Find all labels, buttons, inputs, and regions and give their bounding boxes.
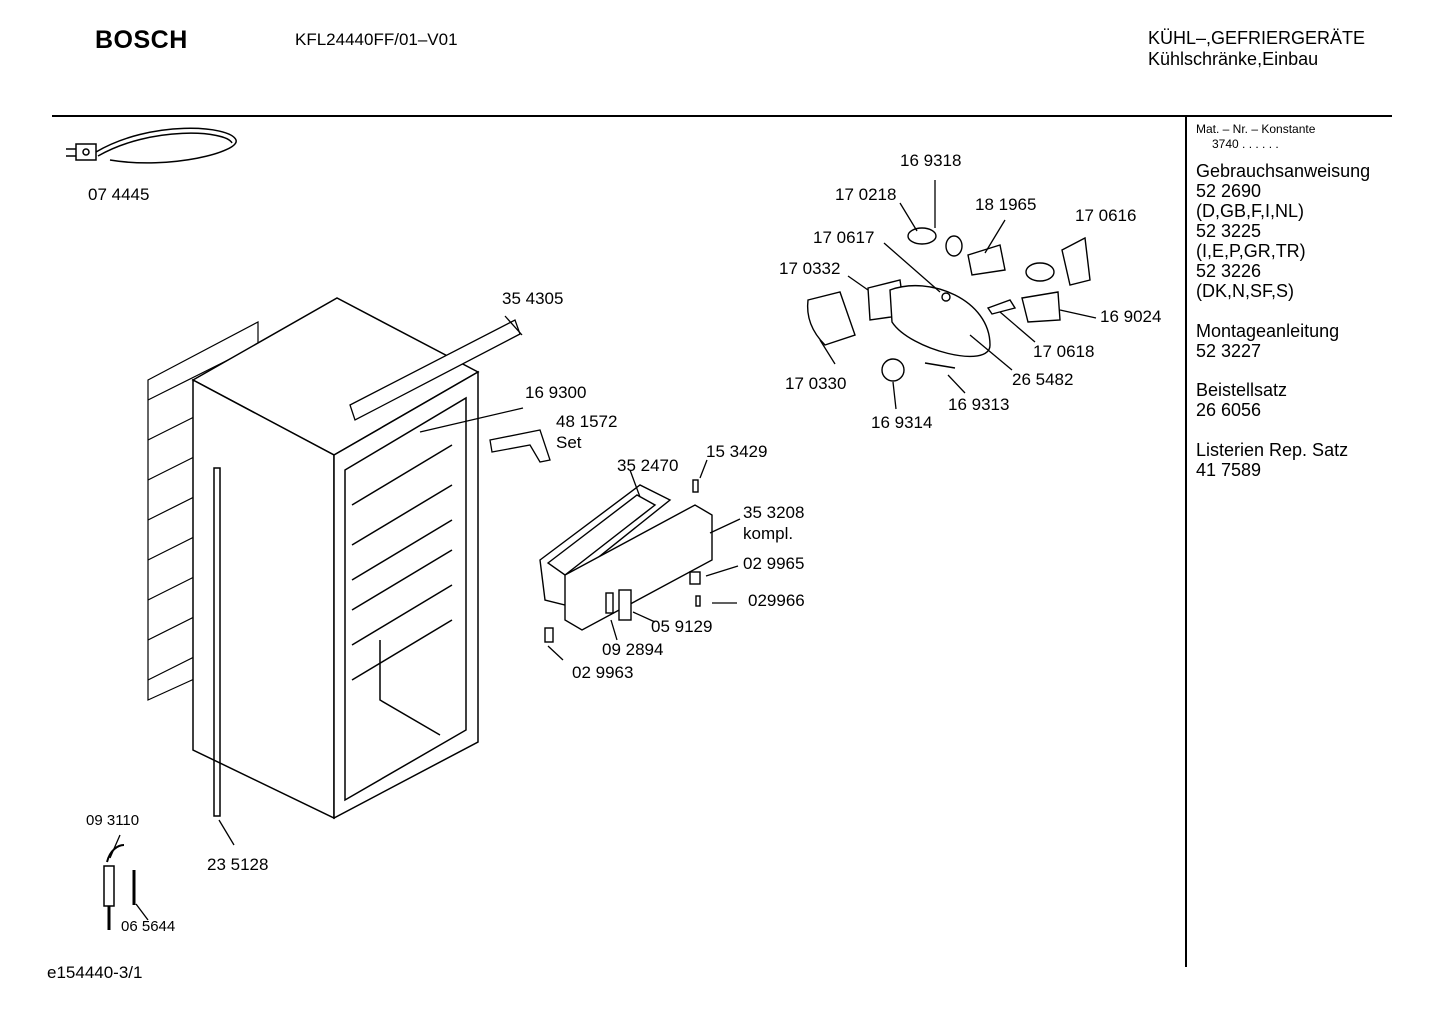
callout-part: 23 5128	[207, 855, 269, 874]
sidebar-heading-repair: Listerien Rep. Satz	[1196, 440, 1349, 460]
callout-part: 16 9318	[900, 151, 962, 170]
callout-part: 16 9313	[948, 395, 1010, 414]
callout-part: 05 9129	[651, 617, 713, 636]
callout-top-rail: 35 4305	[502, 289, 564, 308]
callout-part: 17 0616	[1075, 206, 1137, 225]
sidebar-value: 26 6056	[1196, 400, 1262, 420]
cabinet-drawing	[191, 297, 480, 820]
sidebar-value: (DK,N,SF,S)	[1196, 281, 1295, 301]
callout-bracket: 48 1572	[556, 412, 618, 431]
callout-part: 09 2894	[602, 640, 664, 659]
power-cord-drawing	[66, 127, 237, 164]
drawing-id: e154440-3/1	[47, 963, 143, 982]
callout-part: 35 2470	[617, 456, 679, 475]
sidebar-heading-manual: Gebrauchsanweisung	[1196, 161, 1371, 181]
brand-logo: BOSCH	[95, 26, 188, 54]
callout-part: 15 3429	[706, 442, 768, 461]
callout-part: 06 5644	[121, 918, 176, 935]
sidebar-value: (D,GB,F,I,NL)	[1196, 201, 1305, 221]
mat-nr-value: 3740 . . . . . .	[1212, 137, 1279, 151]
callout-sensor: 09 3110	[86, 812, 140, 829]
sidebar-value: 52 2690	[1196, 181, 1262, 201]
callout-part: 17 0332	[779, 259, 841, 278]
callout-part: 02 9963	[572, 663, 634, 682]
callout-part: 18 1965	[975, 195, 1037, 214]
callout-part: 26 5482	[1012, 370, 1074, 389]
sidebar-heading-installation: Montageanleitung	[1196, 321, 1340, 341]
sidebar-value: (I,E,P,GR,TR)	[1196, 241, 1306, 261]
category-subtitle: Kühlschränke,Einbau	[1148, 49, 1319, 69]
callout-part: 17 0330	[785, 374, 847, 393]
callout-part: 029966	[748, 591, 805, 610]
light-assembly-drawing	[806, 227, 1091, 382]
mat-nr-label: Mat. – Nr. – Konstante	[1196, 122, 1316, 136]
callout-door-kompl: kompl.	[743, 524, 794, 543]
sidebar-value: 52 3226	[1196, 261, 1262, 281]
model-number: KFL24440FF/01–V01	[295, 30, 458, 49]
callout-part: 16 9314	[871, 413, 933, 432]
sidebar-value: 52 3227	[1196, 341, 1262, 361]
callout-part: 17 0618	[1033, 342, 1095, 361]
bracket-drawing	[489, 429, 551, 463]
callout-part: 17 0218	[835, 185, 897, 204]
callout-part: 16 9024	[1100, 307, 1162, 326]
sensor-parts-drawing	[103, 844, 136, 930]
sidebar-value: 41 7589	[1196, 460, 1262, 480]
callout-part: 16 9300	[525, 383, 587, 402]
callout-power-cord: 07 4445	[88, 185, 150, 204]
freezer-door-drawing	[539, 479, 713, 643]
callout-part: 02 9965	[743, 554, 805, 573]
callout-door: 35 3208	[743, 503, 805, 522]
sidebar-value: 52 3225	[1196, 221, 1262, 241]
callout-part: 17 0617	[813, 228, 875, 247]
top-rail-drawing	[349, 319, 521, 421]
sidebar-heading-kit: Beistellsatz	[1196, 380, 1288, 400]
leader-lines	[109, 180, 1097, 921]
category-title: KÜHL–,GEFRIERGERÄTE	[1148, 28, 1366, 48]
callout-bracket-set: Set	[556, 433, 582, 452]
